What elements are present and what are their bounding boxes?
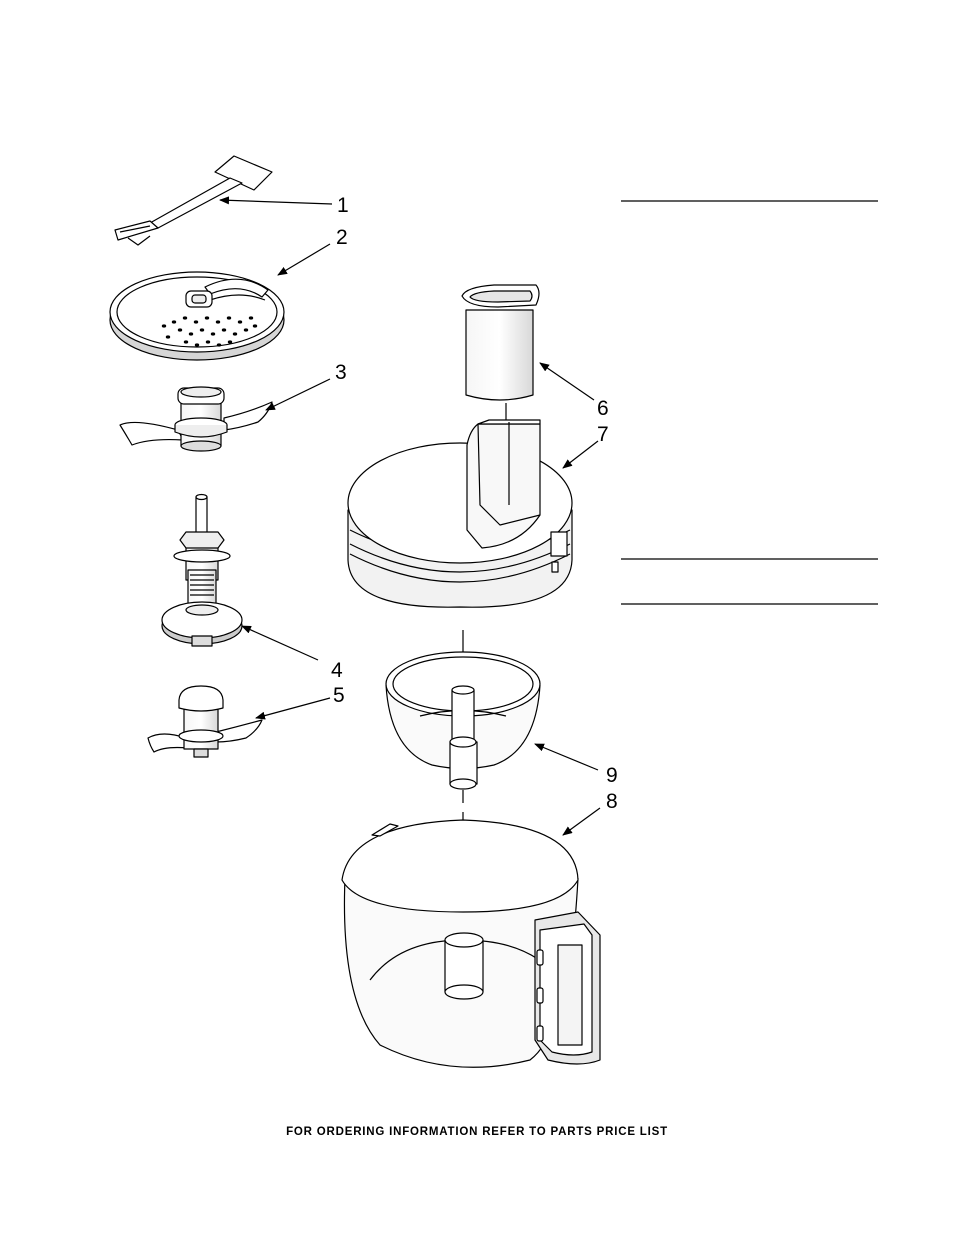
callout-5: 5 [333,684,345,707]
leader-lines [219,196,601,836]
leader-1 [219,196,333,205]
callout-7: 7 [597,423,609,446]
part-3-blade [119,386,273,452]
part-4-spindle [161,493,243,647]
leader-7 [562,440,599,469]
part-8-work-bowl [341,812,601,1068]
ordering-info-footer: FOR ORDERING INFORMATION REFER TO PARTS … [286,1126,668,1138]
part-5-mini-blade [147,685,263,758]
part-2-shredding-disc [109,271,285,361]
leader-5 [255,697,331,720]
callout-4: 4 [331,659,343,682]
callout-2: 2 [336,226,348,249]
leader-8 [562,807,601,836]
callout-6: 6 [597,397,609,420]
part-7-bowl-cover [347,419,573,608]
part-6-food-pusher [461,284,540,420]
part-1-spatula [114,155,273,246]
callout-1: 1 [337,194,349,217]
leader-4 [241,625,319,661]
disc-holes [161,316,258,347]
callout-3: 3 [335,361,347,384]
part-9-mini-bowl [385,630,541,803]
callout-8: 8 [606,790,618,813]
leader-6 [539,362,595,401]
leader-2 [277,243,331,276]
leader-3 [265,378,331,411]
callout-9: 9 [606,764,618,787]
leader-9 [534,743,599,771]
